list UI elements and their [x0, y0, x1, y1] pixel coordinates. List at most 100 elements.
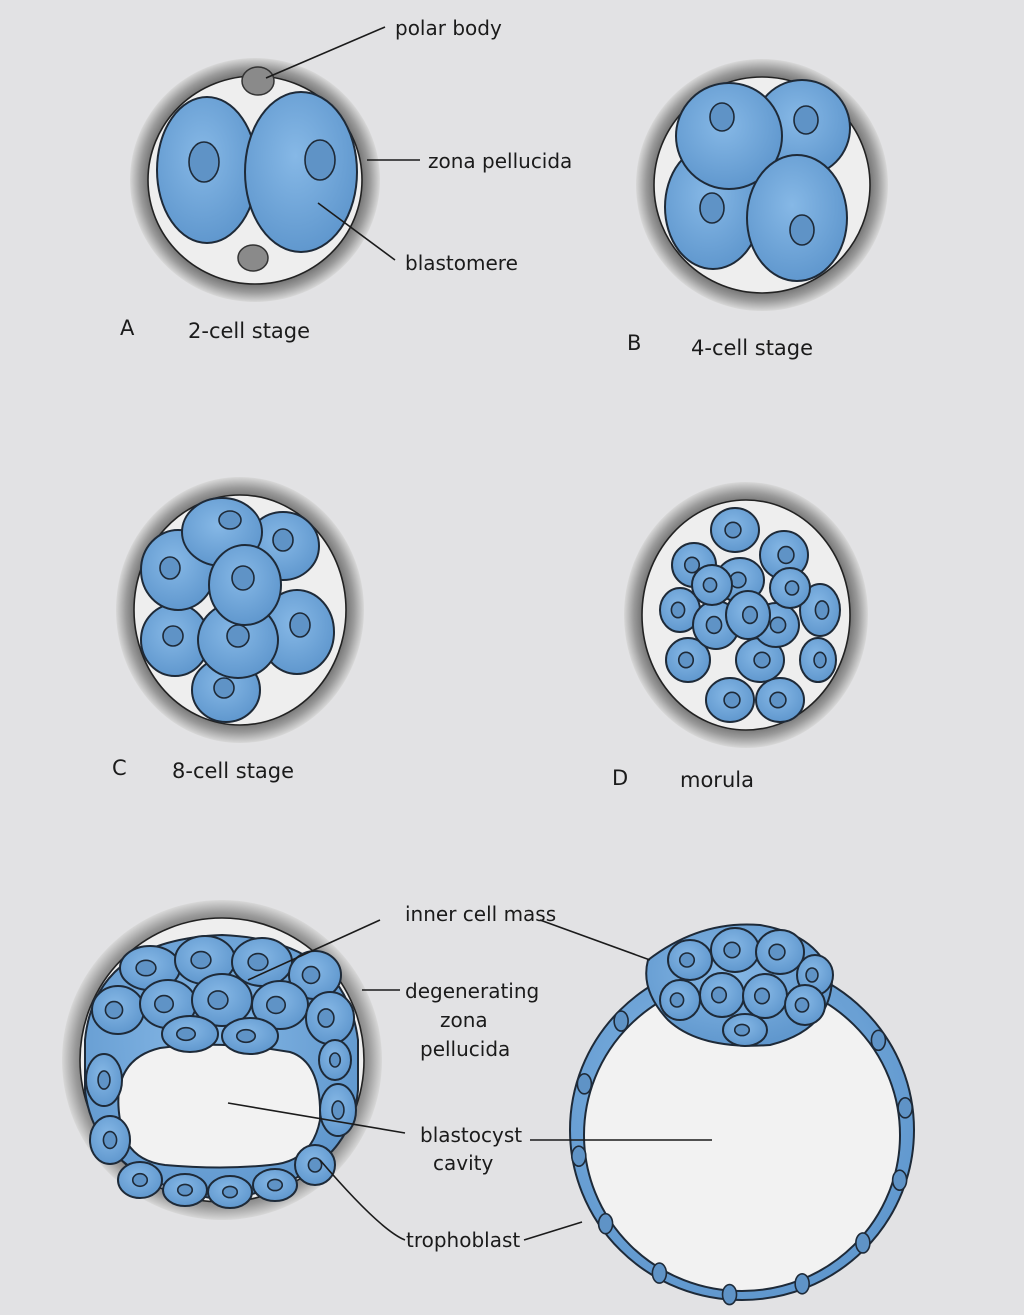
trophoblast-nucleus — [891, 1169, 908, 1191]
nucleus — [289, 612, 311, 638]
panel-letter-a: A — [120, 316, 135, 340]
nucleus — [699, 192, 725, 224]
label-zona-pellucida: zona pellucida — [428, 149, 572, 173]
trophoblast-nucleus — [571, 1145, 587, 1167]
nucleus — [677, 651, 695, 669]
nucleus — [678, 952, 696, 968]
trophoblast-nucleus — [897, 1097, 913, 1119]
nucleus — [702, 577, 718, 593]
nucleus — [304, 139, 336, 181]
leader-line-inner-cell-mass-left — [247, 919, 381, 981]
leader-line-blastomere — [317, 202, 396, 261]
nucleus — [733, 1023, 751, 1037]
nucleus — [813, 651, 827, 669]
nucleus — [159, 556, 181, 580]
nucleus — [190, 950, 212, 970]
label-blastocyst: blastocyst — [420, 1123, 522, 1147]
nucleus — [188, 141, 220, 183]
nucleus — [769, 616, 787, 634]
trophoblast-nucleus — [870, 1029, 887, 1052]
nucleus — [724, 521, 742, 539]
leader-line-trophoblast-left — [319, 1159, 406, 1241]
nucleus — [97, 1070, 111, 1090]
label-polar-body: polar body — [395, 16, 502, 40]
blastomere — [675, 82, 783, 190]
trophoblast-nuclei — [571, 927, 913, 1306]
label-zona: zona — [440, 1008, 488, 1032]
blastocyst-cell-grid — [85, 935, 357, 1209]
label-inner-cell-mass: inner cell mass — [405, 902, 556, 926]
nucleus — [176, 1183, 194, 1197]
nucleus — [709, 102, 735, 132]
panel-blastocyst-hatched — [569, 923, 915, 1306]
label-pellucida: pellucida — [420, 1037, 510, 1061]
nucleus — [307, 1157, 323, 1173]
nucleus — [753, 651, 771, 669]
polar-body-bottom — [237, 244, 269, 272]
nucleus — [131, 1172, 149, 1188]
nucleus — [266, 1178, 284, 1192]
polar-body-top — [241, 66, 275, 96]
caption-four-cell: 4-cell stage — [691, 336, 813, 360]
blastocyst-cavity — [117, 1043, 322, 1169]
trophoblast-nucleus — [651, 1262, 668, 1284]
nucleus — [328, 1052, 342, 1068]
nucleus — [247, 952, 269, 972]
nucleus — [814, 600, 830, 620]
nucleus — [784, 580, 800, 596]
nucleus — [753, 987, 771, 1005]
nucleus — [221, 1185, 239, 1199]
nucleus — [789, 214, 815, 246]
nucleus — [265, 995, 287, 1015]
nucleus — [723, 941, 741, 959]
trophoblast-nucleus — [613, 1010, 629, 1032]
leader-line-cavity-left — [227, 1102, 406, 1134]
nucleus — [175, 1026, 197, 1042]
panel-a-two-cell: polar body zona pellucida blastomere A 2… — [120, 16, 572, 343]
panel-letter-c: C — [112, 756, 127, 780]
nucleus — [683, 556, 701, 574]
caption-eight-cell: 8-cell stage — [172, 759, 294, 783]
label-cavity: cavity — [433, 1151, 493, 1175]
label-trophoblast: trophoblast — [406, 1228, 520, 1252]
caption-morula: morula — [680, 768, 754, 792]
nucleus — [272, 528, 294, 552]
nucleus — [162, 625, 184, 647]
leader-line-inner-cell-mass-right — [539, 919, 651, 961]
nucleus — [723, 691, 741, 709]
blastomere-right — [244, 91, 358, 253]
panel-letter-b: B — [627, 331, 641, 355]
nucleus — [104, 1000, 124, 1020]
nucleus — [710, 986, 728, 1004]
trophoblast-nucleus — [721, 1283, 738, 1306]
panel-letter-d: D — [612, 766, 628, 790]
nucleus — [777, 545, 795, 565]
panel-blastocyst-in-zona — [62, 900, 382, 1220]
nucleus — [705, 615, 723, 635]
nucleus — [331, 1100, 345, 1120]
panel-c-eight-cell: C 8-cell stage — [112, 477, 364, 783]
nucleus — [213, 677, 235, 699]
label-degenerating: degenerating — [405, 979, 539, 1003]
nucleus — [741, 605, 759, 625]
label-blastomere: blastomere — [405, 251, 518, 275]
leader-line-trophoblast-right — [523, 1221, 583, 1241]
leader-line-polar-body — [265, 26, 386, 79]
nucleus — [301, 965, 321, 985]
panel-b-four-cell: B 4-cell stage — [627, 59, 888, 360]
trophoblast-nucleus — [855, 1232, 871, 1254]
nucleus — [226, 624, 250, 648]
caption-two-cell: 2-cell stage — [188, 319, 310, 343]
nucleus — [805, 967, 819, 983]
nucleus — [207, 990, 229, 1010]
blastocyst-labels: inner cell mass degenerating zona pelluc… — [227, 902, 712, 1252]
trophoblast-nucleus — [794, 1272, 810, 1295]
nucleus — [793, 105, 819, 135]
nucleus — [794, 997, 810, 1013]
nucleus — [135, 959, 157, 977]
nucleus — [153, 994, 175, 1014]
trophoblast-nucleus — [576, 1073, 593, 1095]
nucleus — [769, 691, 787, 709]
trophoblast-nucleus — [597, 1212, 614, 1235]
